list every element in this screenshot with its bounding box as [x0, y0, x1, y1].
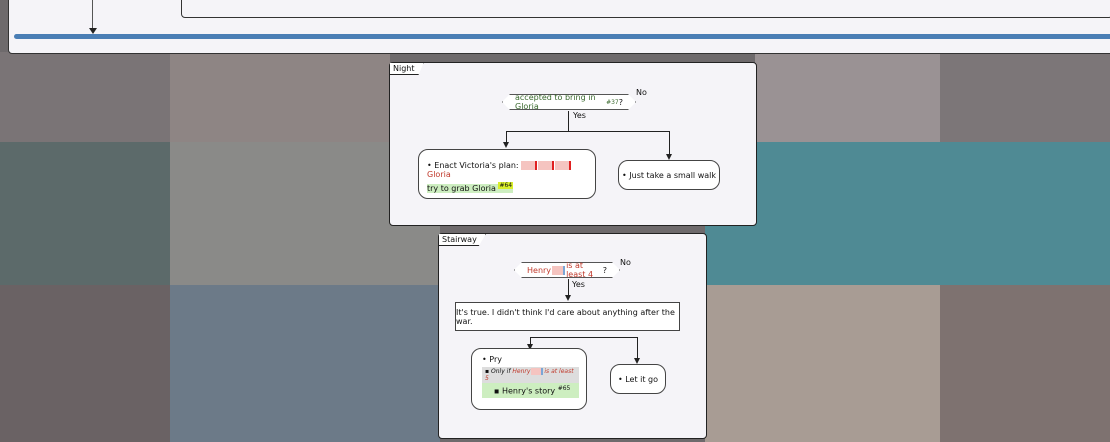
background-tile: [940, 52, 1110, 142]
dialogue-box: It's true. I didn't think I'd care about…: [455, 302, 680, 331]
bullet: •: [482, 355, 487, 364]
bullet: •: [622, 170, 627, 180]
requirement-prefix: Only if: [491, 368, 511, 375]
dialogue-text: It's true. I didn't think I'd care about…: [456, 307, 675, 326]
arrowhead-icon: [565, 295, 571, 301]
question-mark: ?: [602, 265, 607, 275]
background-tile: [940, 285, 1110, 442]
arrowhead-icon: [503, 142, 509, 148]
no-label: No: [636, 88, 647, 97]
connector-line: [530, 337, 531, 345]
thumbs-down-icon: [521, 161, 538, 170]
arrowhead-icon: [527, 344, 533, 350]
choice-result: ▪ Henry's story #65: [482, 383, 579, 398]
connector-line: [669, 131, 670, 155]
choice-text: Enact Victoria's plan:: [434, 161, 519, 170]
background-tile: [705, 142, 1110, 285]
reference-number: #64: [498, 182, 514, 189]
connector-line: [568, 279, 569, 296]
condition-text: accepted to bring in Gloria: [515, 93, 596, 111]
reference-number: #37: [606, 98, 619, 106]
condition-diamond: accepted to bring in Gloria #37?: [502, 94, 636, 110]
choice-text: Just take a small walk: [629, 170, 716, 180]
connector-line: [568, 111, 569, 131]
yes-label: Yes: [572, 280, 585, 289]
arrowhead-icon: [634, 358, 640, 364]
connector-line: [506, 131, 507, 143]
branch-line: [530, 337, 637, 338]
arrowhead-icon: [89, 28, 97, 34]
sub-bullet: ▪: [494, 386, 500, 396]
choice-let-it-go[interactable]: • Let it go: [610, 364, 666, 394]
result-text: Henry's story: [501, 386, 556, 396]
frame-tag: Night: [390, 63, 424, 75]
sub-bullet: ▪: [485, 368, 490, 375]
yes-label: Yes: [573, 111, 586, 120]
background-tile: [0, 142, 170, 285]
thumbs-up-icon: [531, 368, 544, 375]
night-frame: Night accepted to bring in Gloria #37? N…: [389, 62, 757, 226]
affected-character: Gloria: [427, 170, 451, 179]
choice-result: try to grab Gloria #64: [427, 182, 514, 193]
requirement-text: is at least 5: [485, 368, 574, 382]
arrowhead-icon: [666, 154, 672, 160]
stairway-frame: Stairway Henry is at least 4? No Yes It's…: [438, 233, 707, 439]
branch-line: [506, 131, 669, 132]
background-tile: [0, 285, 170, 442]
result-text: try to grab Gloria: [427, 183, 496, 193]
background-tile: [755, 52, 940, 142]
connector-line: [92, 0, 93, 30]
connector-line: [637, 337, 638, 359]
background-tile: [705, 285, 940, 442]
bullet: •: [427, 161, 432, 170]
choice-text: Let it go: [625, 374, 659, 384]
background-tile: [170, 285, 440, 442]
bullet: •: [617, 374, 623, 384]
reference-number: #65: [557, 385, 571, 392]
condition-diamond: Henry is at least 4?: [514, 262, 620, 278]
choice-small-walk[interactable]: • Just take a small walk: [618, 160, 720, 190]
thumbs-down-icon: [538, 161, 555, 170]
character-name: Henry: [527, 265, 552, 275]
divider-bar: [14, 34, 1110, 39]
condition-text: is at least 4: [566, 261, 594, 279]
thumbs-up-icon: [552, 266, 565, 275]
background-tile: [0, 52, 170, 142]
choice-text: Pry: [489, 355, 502, 364]
thumbs-down-icon: [555, 161, 572, 170]
no-label: No: [620, 258, 631, 267]
character-name: Henry: [512, 368, 531, 375]
frame-tag: Stairway: [439, 234, 486, 246]
choice-enact-plan[interactable]: • Enact Victoria's plan: Gloria try to g…: [418, 149, 596, 199]
question-mark: ?: [618, 97, 623, 107]
previous-frame-box: [181, 0, 1110, 18]
background-tile: [170, 52, 390, 142]
